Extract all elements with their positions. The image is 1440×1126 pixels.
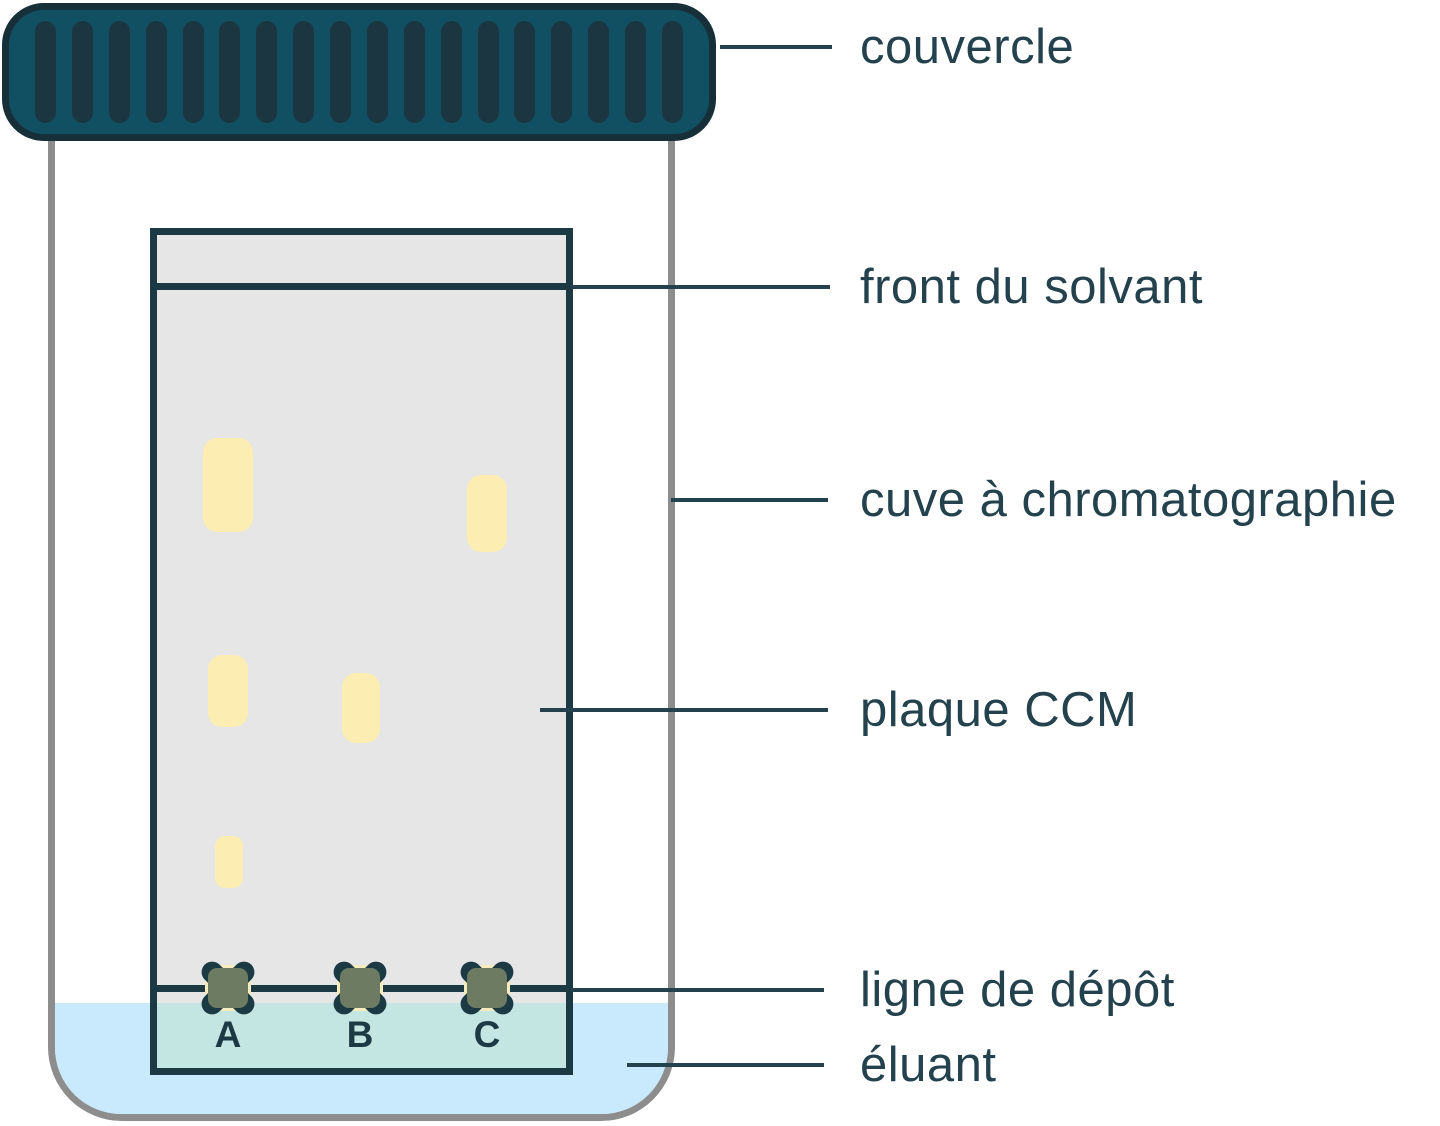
lid-slat [366,21,388,123]
callout-line-cuve [671,498,828,502]
solvent-front-line [157,283,566,290]
spot-lane-b [342,673,380,743]
lid-slat [35,21,56,123]
spot-lane-c [467,475,507,552]
label-couvercle: couvercle [860,19,1075,74]
chromatography-tank [48,141,675,1121]
lid-slat [477,21,499,123]
lid [2,3,716,141]
spot-lane-a-middle [208,655,248,727]
lid-slat [330,21,351,123]
lid-slat [440,21,462,123]
lid-slats [9,10,709,134]
lid-slat [256,21,278,123]
deposit-mark-c [455,956,519,1020]
deposit-mark-center [340,968,380,1008]
lid-slat [403,21,425,123]
lane-letter-c: C [473,1014,501,1055]
lid-slat [293,21,315,123]
lid-slat [551,21,573,123]
callout-line-plaque [540,708,828,712]
lid-slat [182,21,204,123]
lid-slat [625,21,646,123]
lid-slat [145,21,167,123]
lid-slat [588,21,610,123]
lid-slat [71,21,93,123]
deposit-mark-a [196,956,260,1020]
deposit-mark-center [208,968,248,1008]
label-ligne-de-depot: ligne de dépôt [860,962,1175,1017]
deposit-mark-b [328,956,392,1020]
lane-letter-a: A [214,1014,242,1055]
tlc-plate [150,228,573,1075]
callout-line-front-du-solvant [571,285,830,289]
label-eluant: éluant [860,1037,997,1092]
lid-slat [514,21,536,123]
lid-slat [219,21,241,123]
deposit-mark-center [467,968,507,1008]
lane-letter-b: B [346,1014,374,1055]
callout-line-eluant [627,1063,824,1067]
label-front-du-solvant: front du solvant [860,259,1204,314]
spot-lane-a-bottom [215,836,243,888]
lid-slat [661,21,683,123]
callout-line-ligne-de-depot [571,988,824,992]
label-cuve: cuve à chromatographie [860,472,1397,527]
lid-slat [108,21,130,123]
label-plaque: plaque CCM [860,682,1138,737]
callout-line-couvercle [720,45,832,49]
spot-lane-a-top [203,438,253,532]
